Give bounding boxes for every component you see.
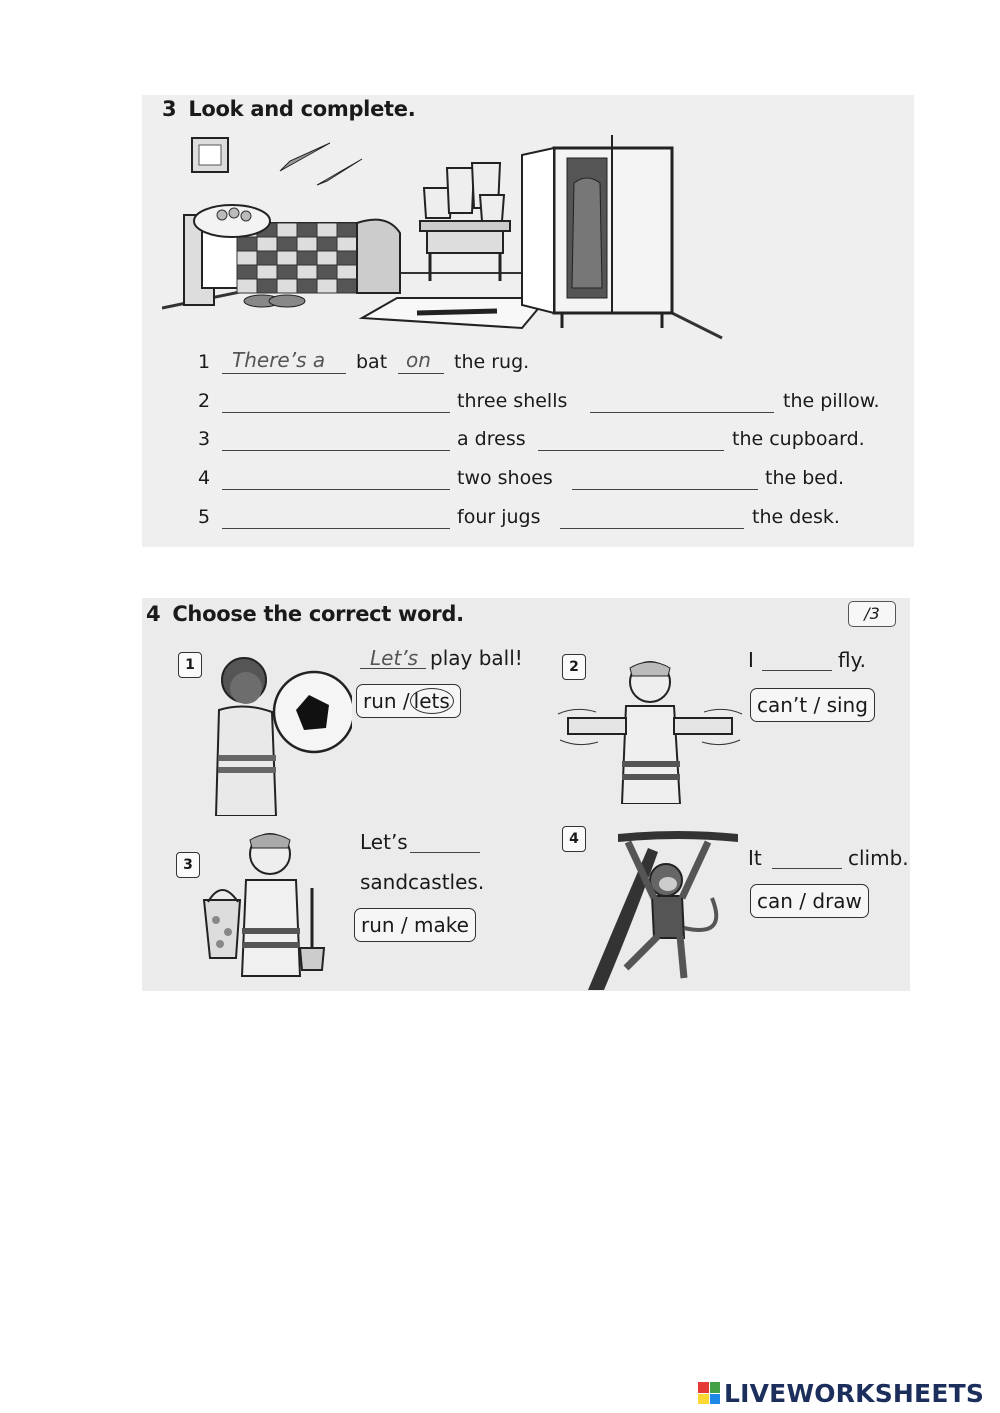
answer-field-1a[interactable] xyxy=(222,351,346,374)
exercise-4-number: 4 xyxy=(146,602,161,626)
item-4-text-start: It xyxy=(748,846,762,870)
boy-with-bucket-illustration xyxy=(202,833,326,977)
row-number: 1 xyxy=(198,351,211,373)
boy-arms-out-illustration xyxy=(557,661,743,804)
exercise-3-row-2: 2 three shells the pillow. xyxy=(198,390,898,418)
item-2-text-end: fly. xyxy=(838,648,866,672)
liveworksheets-logo: LIVEWORKSHEETS xyxy=(698,1378,984,1408)
answer-field-3a[interactable] xyxy=(222,428,450,451)
item-4-text-end: climb. xyxy=(848,846,909,870)
item-1-options: run /lets xyxy=(356,684,461,718)
row-end-4: the bed. xyxy=(765,467,845,489)
item-3-number: 3 xyxy=(176,852,200,878)
item-4-number: 4 xyxy=(562,826,586,852)
item-3-options[interactable]: run / make xyxy=(354,908,476,942)
row-text-2: three shells xyxy=(457,390,568,412)
row-text-1: bat xyxy=(356,351,388,373)
boy-with-ball-illustration xyxy=(214,657,352,816)
item-2-number: 2 xyxy=(562,654,586,680)
row-end-5: the desk. xyxy=(752,506,840,528)
row-text-4: two shoes xyxy=(457,467,553,489)
exercise-4-title: 4 Choose the correct word. xyxy=(146,602,464,626)
row-text-3: a dress xyxy=(457,428,526,450)
exercise-3-row-5: 5 four jugs the desk. xyxy=(198,506,898,534)
answer-field-2a[interactable] xyxy=(222,390,450,413)
item-2-options[interactable]: can’t / sing xyxy=(750,688,875,722)
answer-field-5b[interactable] xyxy=(560,506,744,529)
row-number: 3 xyxy=(198,428,211,450)
item-3-text-line2: sandcastles. xyxy=(360,870,485,894)
item-4-sentence: It climb. xyxy=(748,846,918,876)
answer-field-3b[interactable] xyxy=(538,428,724,451)
item-3-text-start: Let’s xyxy=(360,830,408,854)
item-3-answer-field[interactable] xyxy=(410,830,480,853)
item-1-answer-field[interactable] xyxy=(360,646,426,669)
exercise-3-title: 3 Look and complete. xyxy=(162,97,416,121)
row-end-1: the rug. xyxy=(454,351,530,373)
liveworksheets-logo-icon xyxy=(698,1382,720,1404)
row-text-5: four jugs xyxy=(457,506,541,528)
item-1-text: play ball! xyxy=(430,646,523,670)
liveworksheets-brand: LIVEWORKSHEETS xyxy=(724,1378,985,1408)
exercise-3-panel: 3 Look and complete. xyxy=(142,95,914,547)
option-lets-circled[interactable]: lets xyxy=(409,688,454,714)
exercise-3-number: 3 xyxy=(162,97,177,121)
option-run[interactable]: run / xyxy=(363,689,410,713)
exercise-3-row-4: 4 two shoes the bed. xyxy=(198,467,898,495)
exercise-4-instruction: Choose the correct word. xyxy=(172,602,464,626)
row-number: 5 xyxy=(198,506,211,528)
item-1-sentence: Let’s play ball! xyxy=(360,646,530,676)
score-box: /3 xyxy=(848,601,896,627)
exercise-3-instruction: Look and complete. xyxy=(188,97,416,121)
monkey-climbing-illustration xyxy=(588,831,738,990)
item-2-sentence: I fly. xyxy=(748,648,898,678)
answer-field-4a[interactable] xyxy=(222,467,450,490)
item-3-sentence: Let’s xyxy=(360,830,500,860)
answer-field-4b[interactable] xyxy=(572,467,758,490)
item-1-number: 1 xyxy=(178,652,202,678)
row-number: 4 xyxy=(198,467,211,489)
row-end-3: the cupboard. xyxy=(732,428,865,450)
item-4-options[interactable]: can / draw xyxy=(750,884,869,918)
row-number: 2 xyxy=(198,390,211,412)
exercise-3-row-3: 3 a dress the cupboard. xyxy=(198,428,898,456)
item-4-answer-field[interactable] xyxy=(772,846,842,869)
answer-field-2b[interactable] xyxy=(590,390,774,413)
sample-answer-1b: on xyxy=(406,348,431,372)
exercise-3-row-1: 1 There’s a bat on the rug. xyxy=(198,348,898,379)
item-2-text-start: I xyxy=(748,648,754,672)
item-1-sample-answer: Let’s xyxy=(370,646,419,670)
exercise-4-panel: 4 Choose the correct word. /3 1 Let’s pla… xyxy=(142,598,910,991)
row-end-2: the pillow. xyxy=(783,390,880,412)
answer-field-1b[interactable] xyxy=(398,351,444,374)
sample-answer-1a: There’s a xyxy=(232,348,326,372)
bedroom-illustration xyxy=(162,123,742,343)
item-2-answer-field[interactable] xyxy=(762,648,832,671)
answer-field-5a[interactable] xyxy=(222,506,450,529)
